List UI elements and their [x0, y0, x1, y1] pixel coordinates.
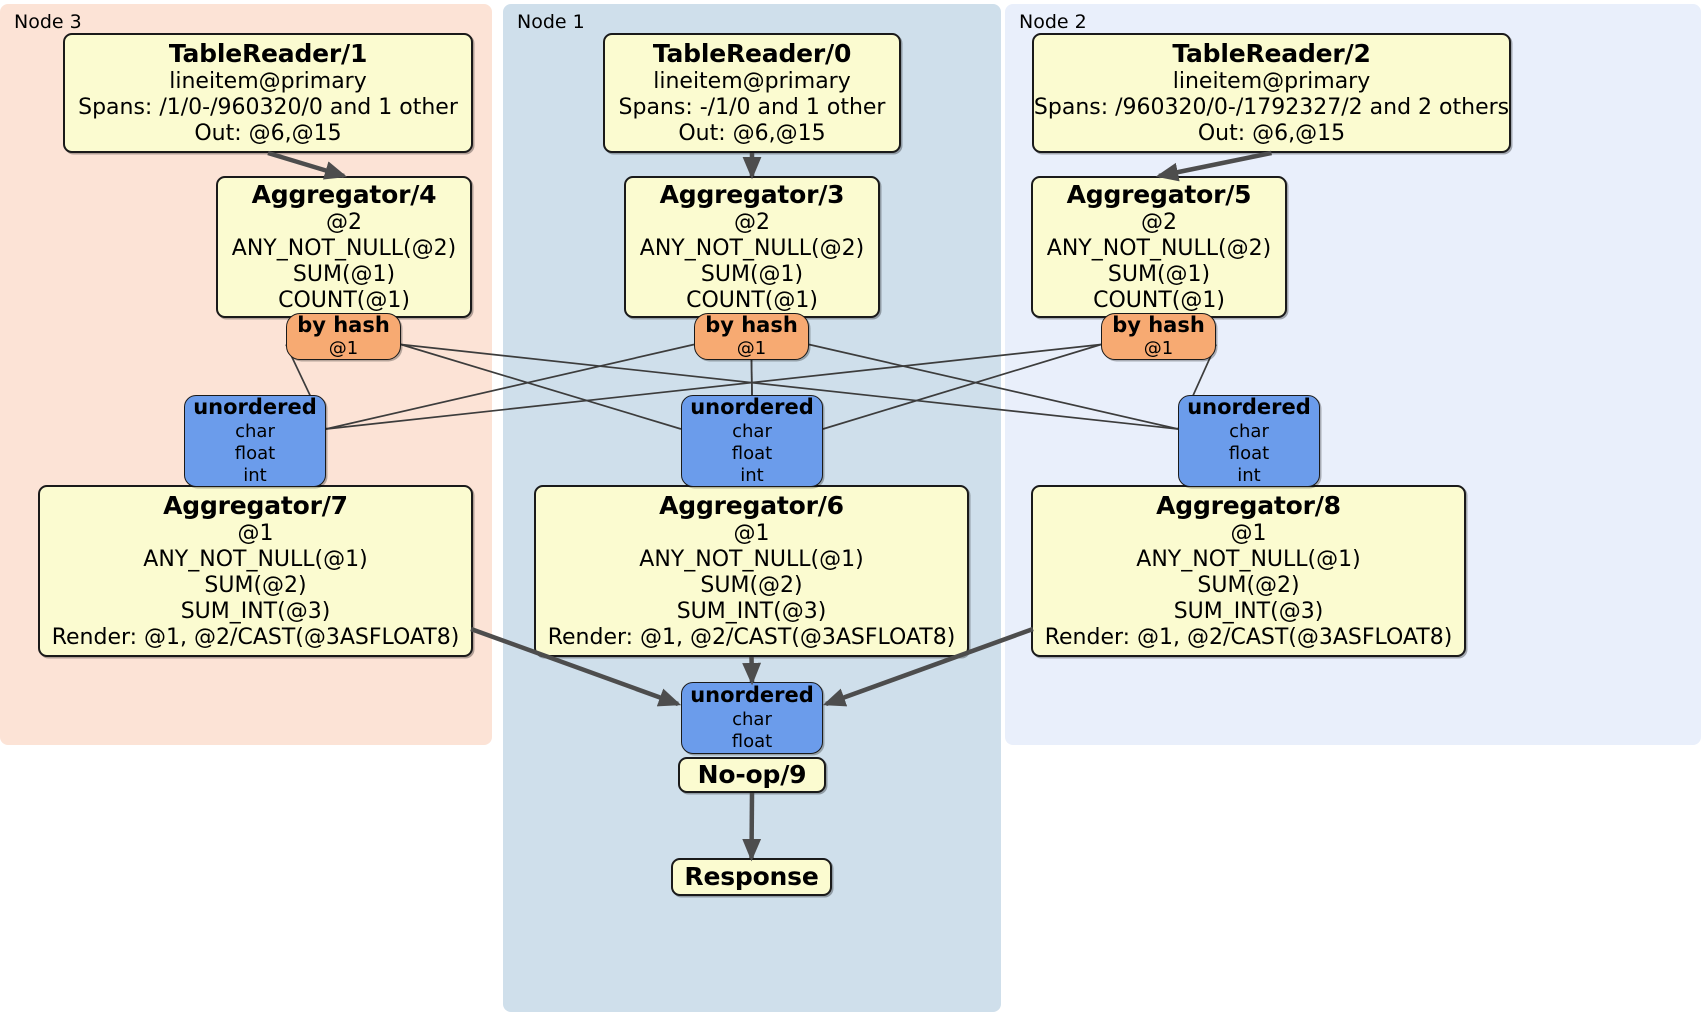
processor-title: Response	[684, 862, 819, 892]
processor-detail-line: Render: @1, @2/CAST(@3ASFLOAT8)	[51, 624, 460, 650]
processor-detail-line: ANY_NOT_NULL(@1)	[143, 546, 368, 572]
router-title: by hash	[705, 313, 798, 338]
router-title: by hash	[1112, 313, 1205, 338]
synchronizer-title: unordered	[690, 395, 814, 420]
processor-detail-line: ANY_NOT_NULL(@2)	[639, 235, 865, 261]
processor-detail-line: SUM_INT(@3)	[676, 598, 827, 624]
processor-title: Aggregator/4	[251, 180, 437, 210]
node-panel-label-node3: Node 3	[14, 11, 82, 33]
processor-detail-line: SUM(@2)	[204, 572, 307, 598]
processor-detail-line: @2	[1141, 209, 1177, 235]
processor-title: Aggregator/7	[163, 491, 348, 521]
synchronizer-type-line: char	[732, 420, 772, 442]
router-by-hash-right[interactable]: by hash@1	[1101, 313, 1216, 360]
processor-title: No-op/9	[697, 760, 807, 790]
processor-detail-line: SUM(@2)	[1197, 572, 1300, 598]
processor-detail-line: @1	[237, 520, 274, 546]
processor-detail-line: SUM(@2)	[700, 572, 803, 598]
synchronizer-type-line: float	[234, 442, 276, 464]
processor-detail-line: ANY_NOT_NULL(@2)	[231, 235, 457, 261]
node-panel-label-node2: Node 2	[1019, 11, 1087, 33]
processor-detail-line: COUNT(@1)	[686, 287, 818, 313]
synchronizer-type-line: int	[243, 464, 267, 486]
processor-detail-line: @2	[326, 209, 362, 235]
router-title: by hash	[297, 313, 390, 338]
processor-detail-line: Out: @6,@15	[194, 120, 342, 146]
processor-title: TableReader/0	[652, 39, 852, 69]
router-by-hash-center[interactable]: by hash@1	[694, 313, 809, 360]
processor-no-op-9[interactable]: No-op/9	[678, 757, 826, 793]
processor-detail-line: Out: @6,@15	[678, 120, 826, 146]
node-panel-label-node1: Node 1	[517, 11, 585, 33]
synchronizer-type-line: int	[1237, 464, 1261, 486]
processor-detail-line: ANY_NOT_NULL(@1)	[1136, 546, 1361, 572]
processor-detail-line: @1	[733, 520, 770, 546]
synchronizer-type-line: char	[732, 708, 772, 730]
processor-detail-line: Spans: /960320/0-/1792327/2 and 2 others	[1033, 94, 1510, 120]
processor-detail-line: SUM(@1)	[292, 261, 396, 287]
processor-detail-line: Out: @6,@15	[1197, 120, 1346, 146]
synchronizer-type-line: char	[1229, 420, 1269, 442]
processor-detail-line: COUNT(@1)	[278, 287, 410, 313]
processor-detail-line: lineitem@primary	[1172, 68, 1371, 94]
synchronizer-type-line: int	[740, 464, 764, 486]
processor-detail-line: lineitem@primary	[169, 68, 367, 94]
router-by-hash-left[interactable]: by hash@1	[286, 313, 401, 360]
processor-detail-line: COUNT(@1)	[1093, 287, 1225, 313]
processor-title: Aggregator/5	[1066, 180, 1252, 210]
processor-detail-line: Render: @1, @2/CAST(@3ASFLOAT8)	[547, 624, 956, 650]
processor-detail-line: @1	[1230, 520, 1267, 546]
synchronizer-title: unordered	[1187, 395, 1311, 420]
processor-detail-line: SUM(@1)	[1107, 261, 1211, 287]
router-column: @1	[328, 338, 359, 360]
processor-response[interactable]: Response	[671, 858, 832, 896]
processor-detail-line: lineitem@primary	[653, 68, 851, 94]
processor-title: TableReader/2	[1172, 39, 1371, 69]
synchronizer-type-line: float	[731, 442, 773, 464]
processor-title: Aggregator/6	[659, 491, 844, 521]
processor-detail-line: ANY_NOT_NULL(@2)	[1046, 235, 1272, 261]
processor-detail-line: SUM_INT(@3)	[180, 598, 331, 624]
processor-detail-line: @2	[734, 209, 770, 235]
processor-title: Aggregator/3	[659, 180, 845, 210]
processor-title: Aggregator/8	[1156, 491, 1341, 521]
synchronizer-title: unordered	[193, 395, 317, 420]
processor-title: TableReader/1	[168, 39, 368, 69]
processor-detail-line: Render: @1, @2/CAST(@3ASFLOAT8)	[1044, 624, 1453, 650]
synchronizer-type-line: char	[235, 420, 275, 442]
processor-detail-line: SUM_INT(@3)	[1173, 598, 1324, 624]
processor-detail-line: ANY_NOT_NULL(@1)	[639, 546, 864, 572]
router-column: @1	[736, 338, 767, 360]
synchronizer-type-line: float	[1228, 442, 1270, 464]
processor-detail-line: SUM(@1)	[700, 261, 804, 287]
processor-detail-line: Spans: -/1/0 and 1 other	[618, 94, 886, 120]
processor-detail-line: Spans: /1/0-/960320/0 and 1 other	[78, 94, 458, 120]
synchronizer-type-line: float	[731, 730, 773, 752]
router-column: @1	[1143, 338, 1174, 360]
synchronizer-title: unordered	[690, 683, 814, 708]
